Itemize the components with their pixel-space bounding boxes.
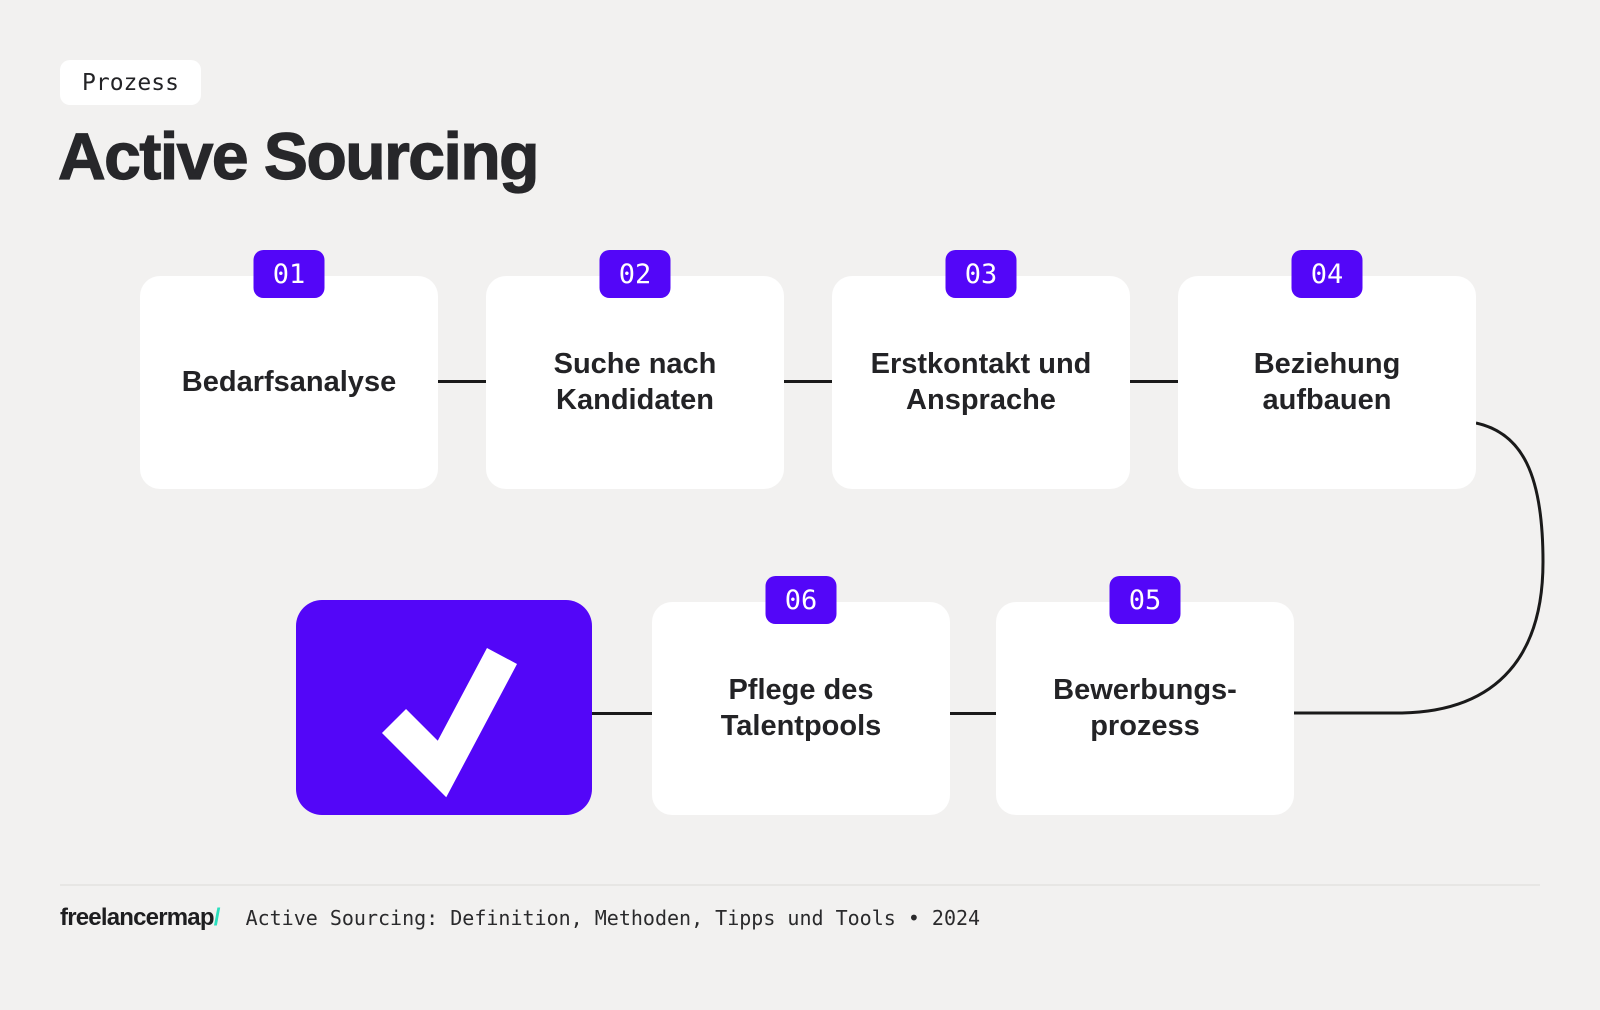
step-card-06: 06 Pflege des Talentpools bbox=[652, 576, 950, 815]
step-card-02: 02 Suche nach Kandidaten bbox=[486, 250, 784, 489]
brand-logo-slash: / bbox=[213, 904, 221, 931]
step-label: Bedarfsanalyse bbox=[181, 365, 397, 398]
footer-caption: Active Sourcing: Definition, Methoden, T… bbox=[245, 906, 981, 930]
connector-line bbox=[1130, 380, 1178, 383]
step-number-badge: 01 bbox=[253, 250, 325, 298]
brand-logo-text: freelancermap bbox=[60, 904, 214, 931]
step-number-badge: 05 bbox=[1109, 576, 1181, 624]
footer: freelancermap/ Active Sourcing: Definiti… bbox=[60, 904, 1540, 932]
connector-line bbox=[784, 380, 832, 383]
step-card-03: 03 Erstkontakt und Ansprache bbox=[832, 250, 1130, 489]
page-title: Active Sourcing bbox=[57, 119, 540, 193]
step-number-badge: 02 bbox=[599, 250, 671, 298]
connector-line bbox=[592, 712, 652, 715]
checkmark-icon bbox=[381, 648, 518, 798]
step-number-badge: 06 bbox=[765, 576, 837, 624]
category-chip: Prozess bbox=[60, 60, 201, 105]
step-label: Suche nach Kandidaten bbox=[553, 347, 717, 416]
connector-line bbox=[950, 712, 996, 715]
step-number-badge: 03 bbox=[945, 250, 1017, 298]
step-number-badge: 04 bbox=[1291, 250, 1363, 298]
step-label: Beziehung aufbauen bbox=[1253, 347, 1401, 416]
brand-logo: freelancermap/ bbox=[60, 904, 220, 932]
step-card-04: 04 Beziehung aufbauen bbox=[1178, 250, 1476, 489]
step-card-05: 05 Bewerbungs-prozess bbox=[996, 576, 1294, 815]
step-label: Bewerbungs-prozess bbox=[1053, 673, 1237, 742]
step-card-01: 01 Bedarfsanalyse bbox=[140, 250, 438, 489]
completed-step-box bbox=[296, 600, 592, 815]
step-label: Pflege des Talentpools bbox=[720, 673, 882, 742]
footer-divider bbox=[60, 884, 1540, 886]
connector-line bbox=[438, 380, 486, 383]
step-label: Erstkontakt und Ansprache bbox=[870, 347, 1092, 416]
